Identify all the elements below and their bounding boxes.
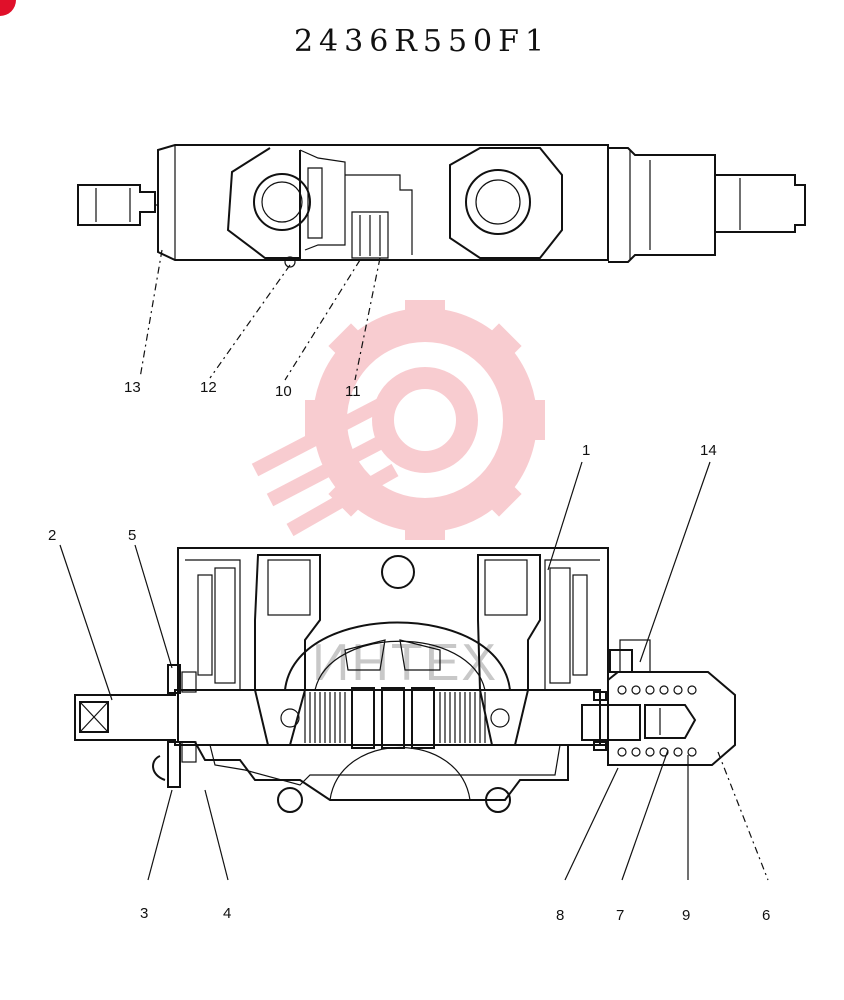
callout-11: 11	[345, 383, 361, 400]
callout-4: 4	[223, 905, 231, 922]
callout-10: 10	[275, 383, 292, 400]
callout-12: 12	[200, 379, 217, 396]
watermark-gear-icon	[251, 300, 545, 540]
callout-5: 5	[128, 527, 136, 544]
callout-3: 3	[140, 905, 148, 922]
top-view	[77, 144, 806, 268]
callout-13: 13	[124, 379, 141, 396]
watermark-text: ИНТЕХ	[312, 634, 498, 692]
callout-6: 6	[762, 907, 770, 924]
section-view	[74, 547, 736, 813]
callout-1: 1	[582, 442, 590, 459]
callout-14: 14	[700, 442, 717, 459]
callout-2: 2	[48, 527, 56, 544]
corner-badge-icon	[0, 0, 16, 16]
part-number-title: 2436R550F1	[293, 24, 551, 59]
callout-7: 7	[616, 907, 624, 924]
callout-8: 8	[556, 907, 564, 924]
callout-9: 9	[682, 907, 690, 924]
